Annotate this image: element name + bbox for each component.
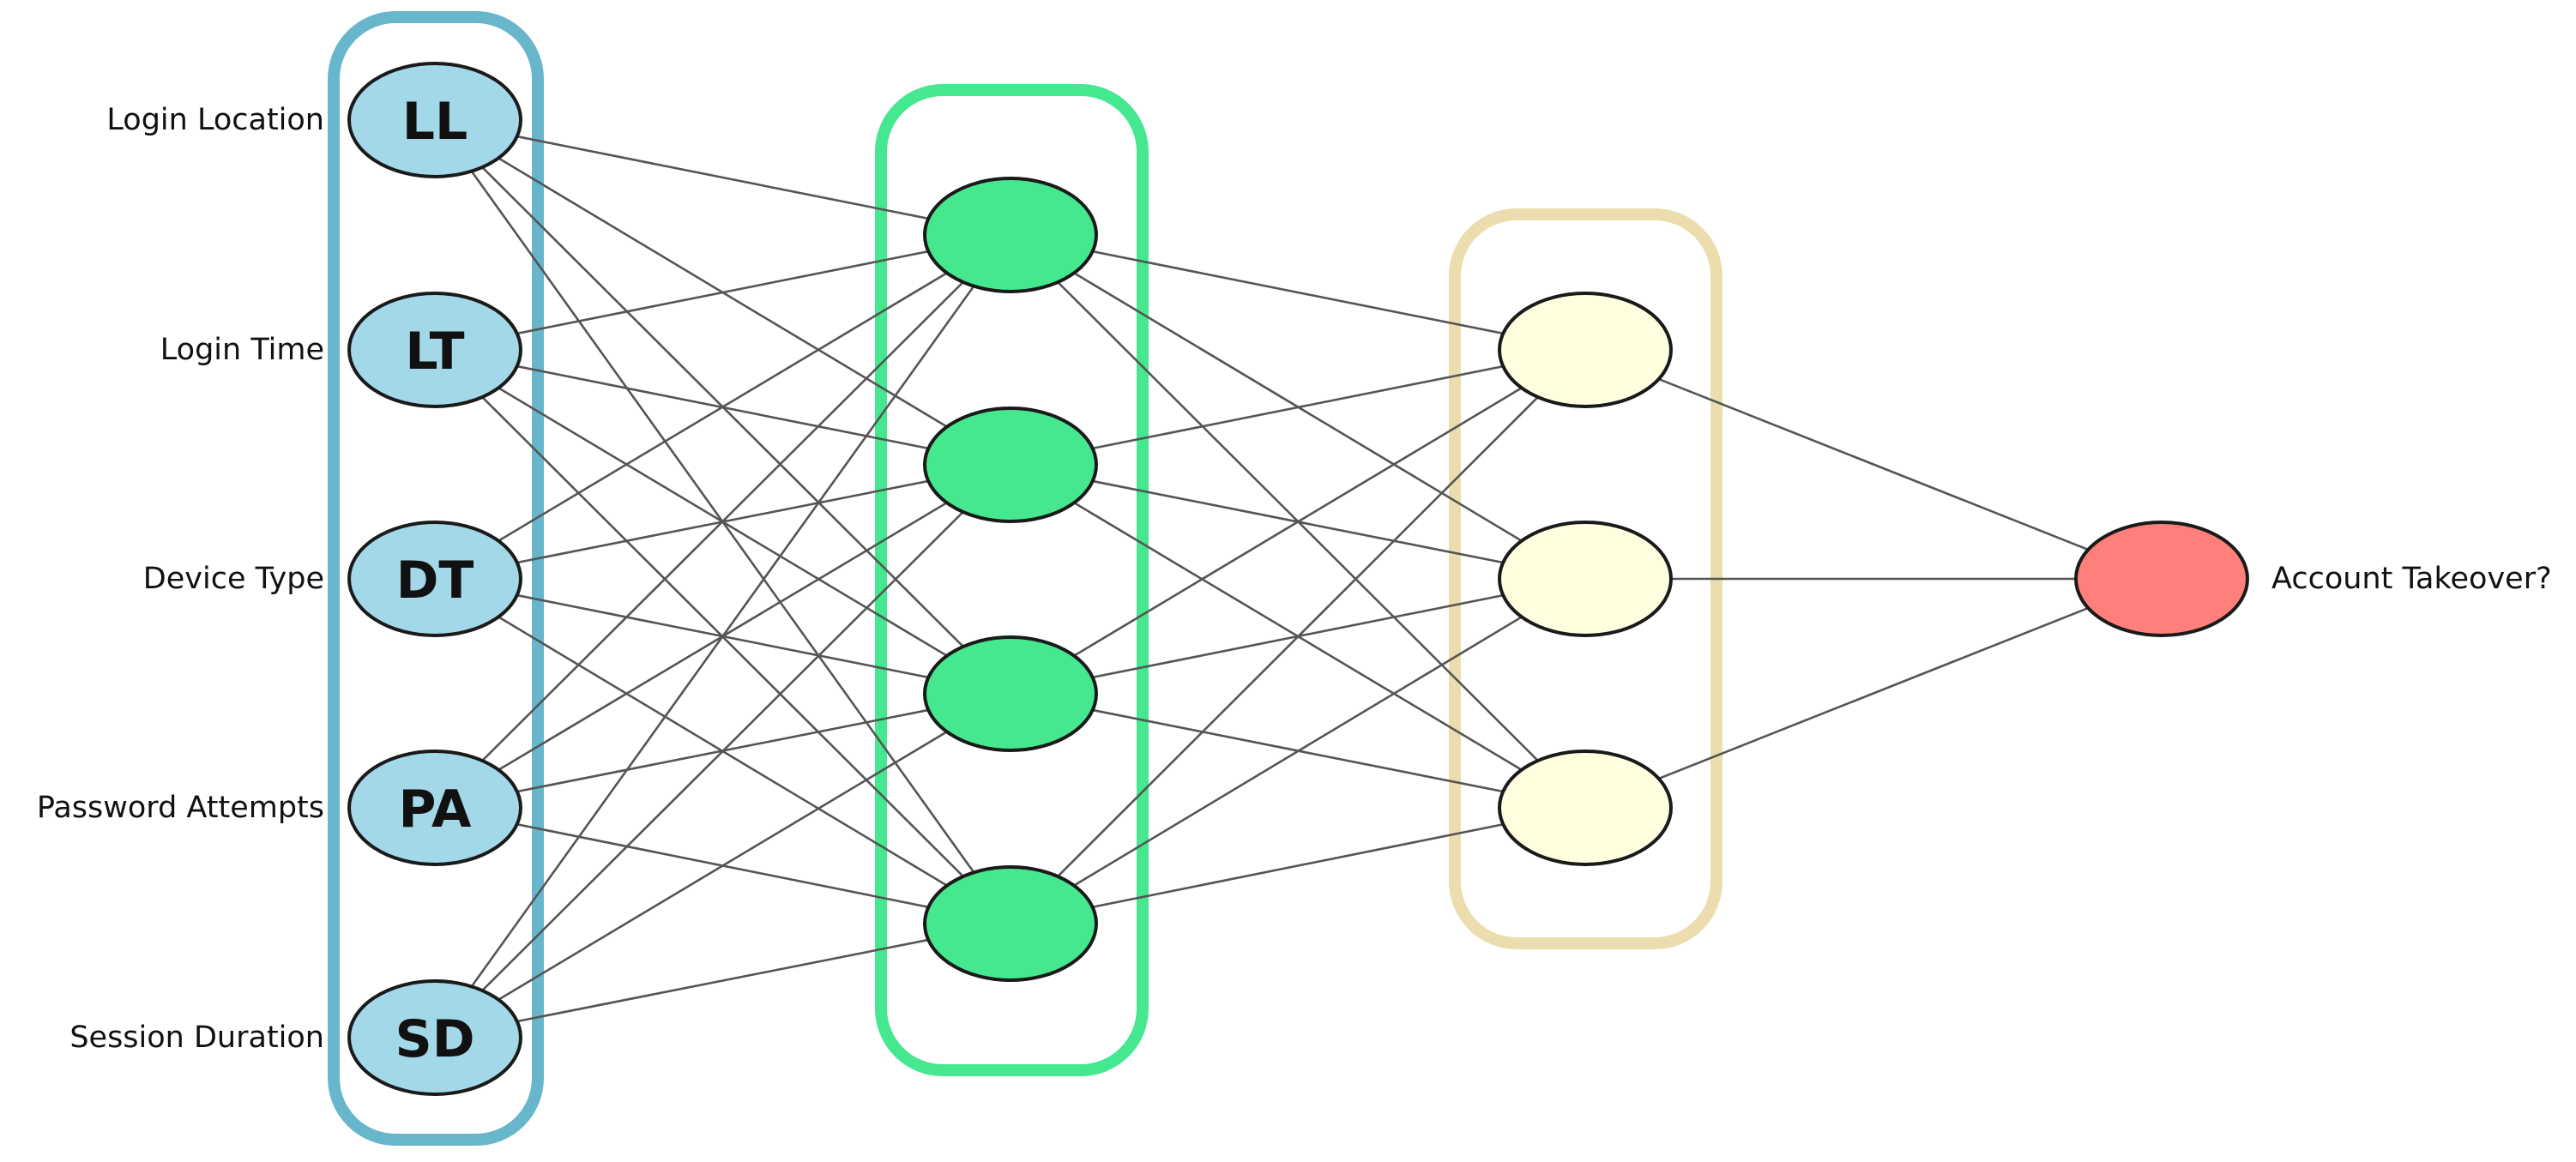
input-node-abbr: SD bbox=[395, 1009, 474, 1069]
hidden-layer-1-box bbox=[875, 84, 1149, 1076]
hidden-layer-1-node-2 bbox=[923, 406, 1098, 523]
connections bbox=[433, 118, 2163, 1039]
input-feature-label: Login Time bbox=[160, 333, 324, 367]
input-feature-label: Password Attempts bbox=[37, 791, 324, 825]
input-node-dt bbox=[347, 521, 522, 637]
edge-hidden1-4-to-hidden2-1 bbox=[1010, 349, 1586, 924]
edge-input-5-to-hidden1-3 bbox=[434, 692, 1011, 1039]
hidden-layer-1-node-1 bbox=[923, 177, 1098, 293]
edge-input-5-to-hidden1-4 bbox=[434, 922, 1011, 1039]
edge-hidden1-4-to-hidden2-2 bbox=[1010, 577, 1586, 925]
hidden-layer-1-node-3 bbox=[923, 635, 1098, 752]
output-label: Account Takeover? bbox=[2271, 562, 2552, 596]
input-node-abbr: LT bbox=[405, 322, 464, 382]
input-node-abbr: DT bbox=[396, 551, 474, 611]
nodes bbox=[347, 62, 2249, 1096]
input-node-pa bbox=[347, 750, 522, 866]
edge-input-4-to-hidden1-1 bbox=[434, 234, 1011, 809]
hidden-layer-2-node-2 bbox=[1498, 521, 1673, 637]
input-node-lt bbox=[347, 292, 522, 408]
hidden-layer-2-node-1 bbox=[1498, 292, 1673, 408]
input-layer-box bbox=[328, 11, 544, 1146]
edge-input-3-to-hidden1-1 bbox=[434, 233, 1011, 581]
input-node-ll bbox=[347, 62, 522, 178]
input-node-sd bbox=[347, 979, 522, 1096]
edge-hidden2-1-to-output bbox=[1584, 348, 2163, 581]
output-node bbox=[2074, 521, 2249, 637]
input-node-abbr: LL bbox=[402, 92, 468, 152]
edge-hidden1-1-to-hidden2-1 bbox=[1010, 233, 1586, 352]
edge-hidden1-2-to-hidden2-1 bbox=[1010, 348, 1586, 467]
edge-input-5-to-hidden1-1 bbox=[433, 234, 1012, 1039]
edge-input-5-to-hidden1-2 bbox=[434, 464, 1011, 1039]
input-feature-label: Login Location bbox=[106, 103, 324, 137]
edge-hidden1-4-to-hidden2-3 bbox=[1010, 806, 1586, 925]
edge-hidden1-3-to-hidden2-1 bbox=[1010, 348, 1586, 695]
edge-input-1-to-hidden1-1 bbox=[434, 118, 1011, 237]
hidden-layer-2-node-3 bbox=[1498, 750, 1673, 866]
hidden-layer-1-node-4 bbox=[923, 865, 1098, 982]
input-feature-label: Device Type bbox=[143, 562, 324, 596]
input-feature-label: Session Duration bbox=[69, 1021, 324, 1055]
input-node-abbr: PA bbox=[399, 780, 472, 840]
edge-input-2-to-hidden1-1 bbox=[434, 233, 1011, 352]
edge-hidden2-3-to-output bbox=[1584, 577, 2163, 810]
